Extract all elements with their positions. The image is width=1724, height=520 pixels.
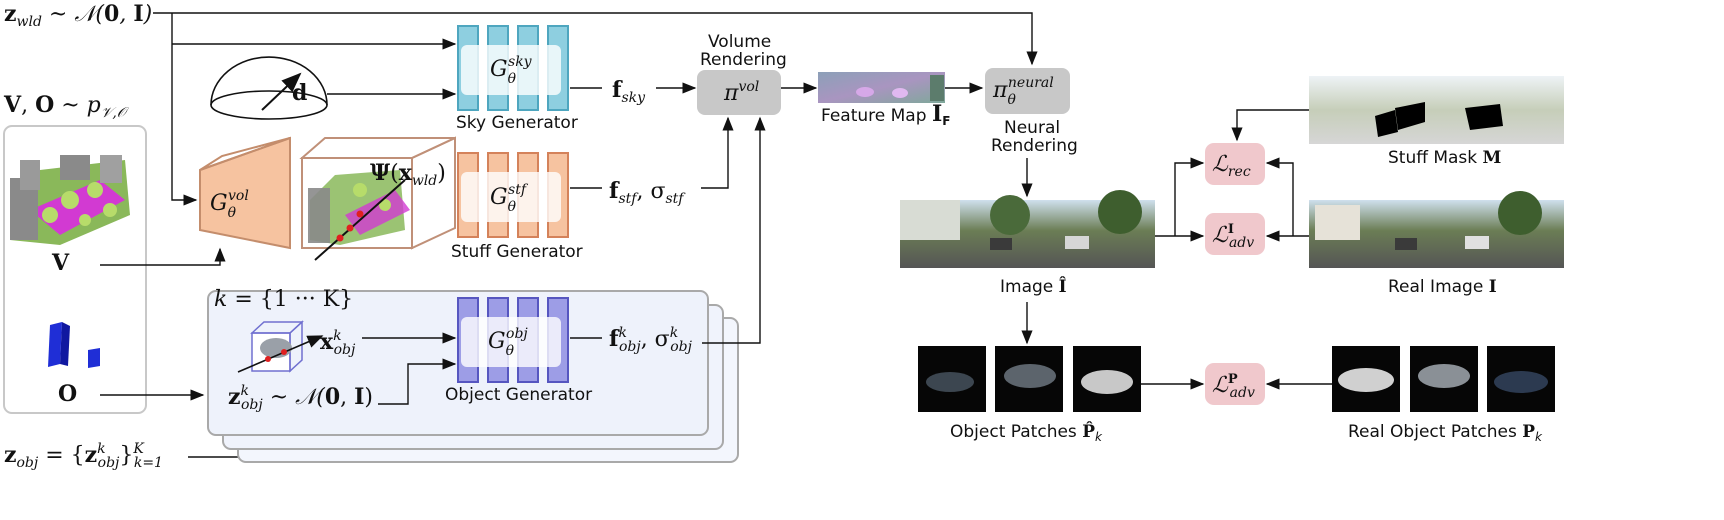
volume-render-node bbox=[697, 70, 781, 115]
voxel-city-image bbox=[10, 155, 130, 245]
volume-op-label: πvol bbox=[723, 79, 759, 106]
sky-feature-label: fsky bbox=[612, 77, 646, 106]
object-boxes-image bbox=[48, 322, 100, 368]
psi-label: Ψ(xwld) bbox=[370, 160, 446, 189]
vo-prior-label: V, O ~ p𝒱,𝒪 bbox=[3, 92, 129, 121]
generated-image-caption: Image Î bbox=[1000, 276, 1067, 297]
sky-generator-block bbox=[457, 25, 569, 111]
real-object-patches-images bbox=[1332, 346, 1555, 412]
feature-map-caption: Feature Map IF bbox=[821, 101, 950, 128]
real-image bbox=[1309, 191, 1564, 268]
loss-rec-node bbox=[1205, 143, 1265, 185]
object-generator-label: Gθobj bbox=[488, 326, 528, 359]
object-generator-block bbox=[457, 297, 569, 383]
loss-rec-label: ℒrec bbox=[1212, 152, 1251, 180]
stuff-generator-label: Gθstf bbox=[490, 182, 529, 215]
o-label: O bbox=[58, 381, 77, 407]
sky-generator-caption: Sky Generator bbox=[456, 113, 578, 133]
real-image-caption: Real Image I bbox=[1388, 277, 1497, 297]
stuff-generator-caption: Stuff Generator bbox=[451, 242, 583, 262]
stuff-generator-block bbox=[457, 152, 569, 238]
object-generator-caption: Object Generator bbox=[445, 385, 592, 405]
neural-rendering-title-2: Rendering bbox=[991, 136, 1078, 156]
stuff-mask-image bbox=[1309, 76, 1564, 144]
loss-adv-patch-node bbox=[1205, 363, 1265, 405]
sky-generator-label: Gθsky bbox=[490, 54, 533, 87]
direction-d-label: d bbox=[292, 80, 307, 106]
input-panel bbox=[3, 125, 147, 414]
object-patches-caption: Object Patches P̂k bbox=[950, 422, 1103, 444]
z-world-label: zwld ~ 𝒩(0, I) bbox=[4, 1, 152, 30]
neural-render-node bbox=[985, 68, 1070, 114]
generated-image bbox=[900, 190, 1155, 268]
neural-rendering-title-1: Neural bbox=[1004, 118, 1060, 138]
vol-generator-label: Gθvol bbox=[210, 188, 249, 221]
neural-op-label: πθneural bbox=[992, 75, 1054, 108]
k-range-label: k = {1 ··· K} bbox=[214, 287, 353, 312]
feature-map-image bbox=[818, 72, 945, 103]
object-cube bbox=[237, 320, 324, 373]
stuff-mask-caption: Stuff Mask M bbox=[1388, 148, 1502, 168]
object-patches-images bbox=[918, 346, 1141, 412]
vol-generator-block bbox=[199, 136, 291, 250]
feature-volume-cube bbox=[299, 136, 456, 261]
v-label: V bbox=[51, 250, 70, 276]
loss-adv-image-node bbox=[1205, 213, 1265, 255]
volume-rendering-title-2: Rendering bbox=[700, 50, 787, 70]
stuff-feature-label: fstf, σstf bbox=[609, 178, 686, 207]
view-direction-hemisphere bbox=[210, 56, 328, 120]
volume-rendering-title-1: Volume bbox=[708, 32, 771, 52]
real-object-patches-caption: Real Object Patches Pk bbox=[1348, 422, 1543, 444]
